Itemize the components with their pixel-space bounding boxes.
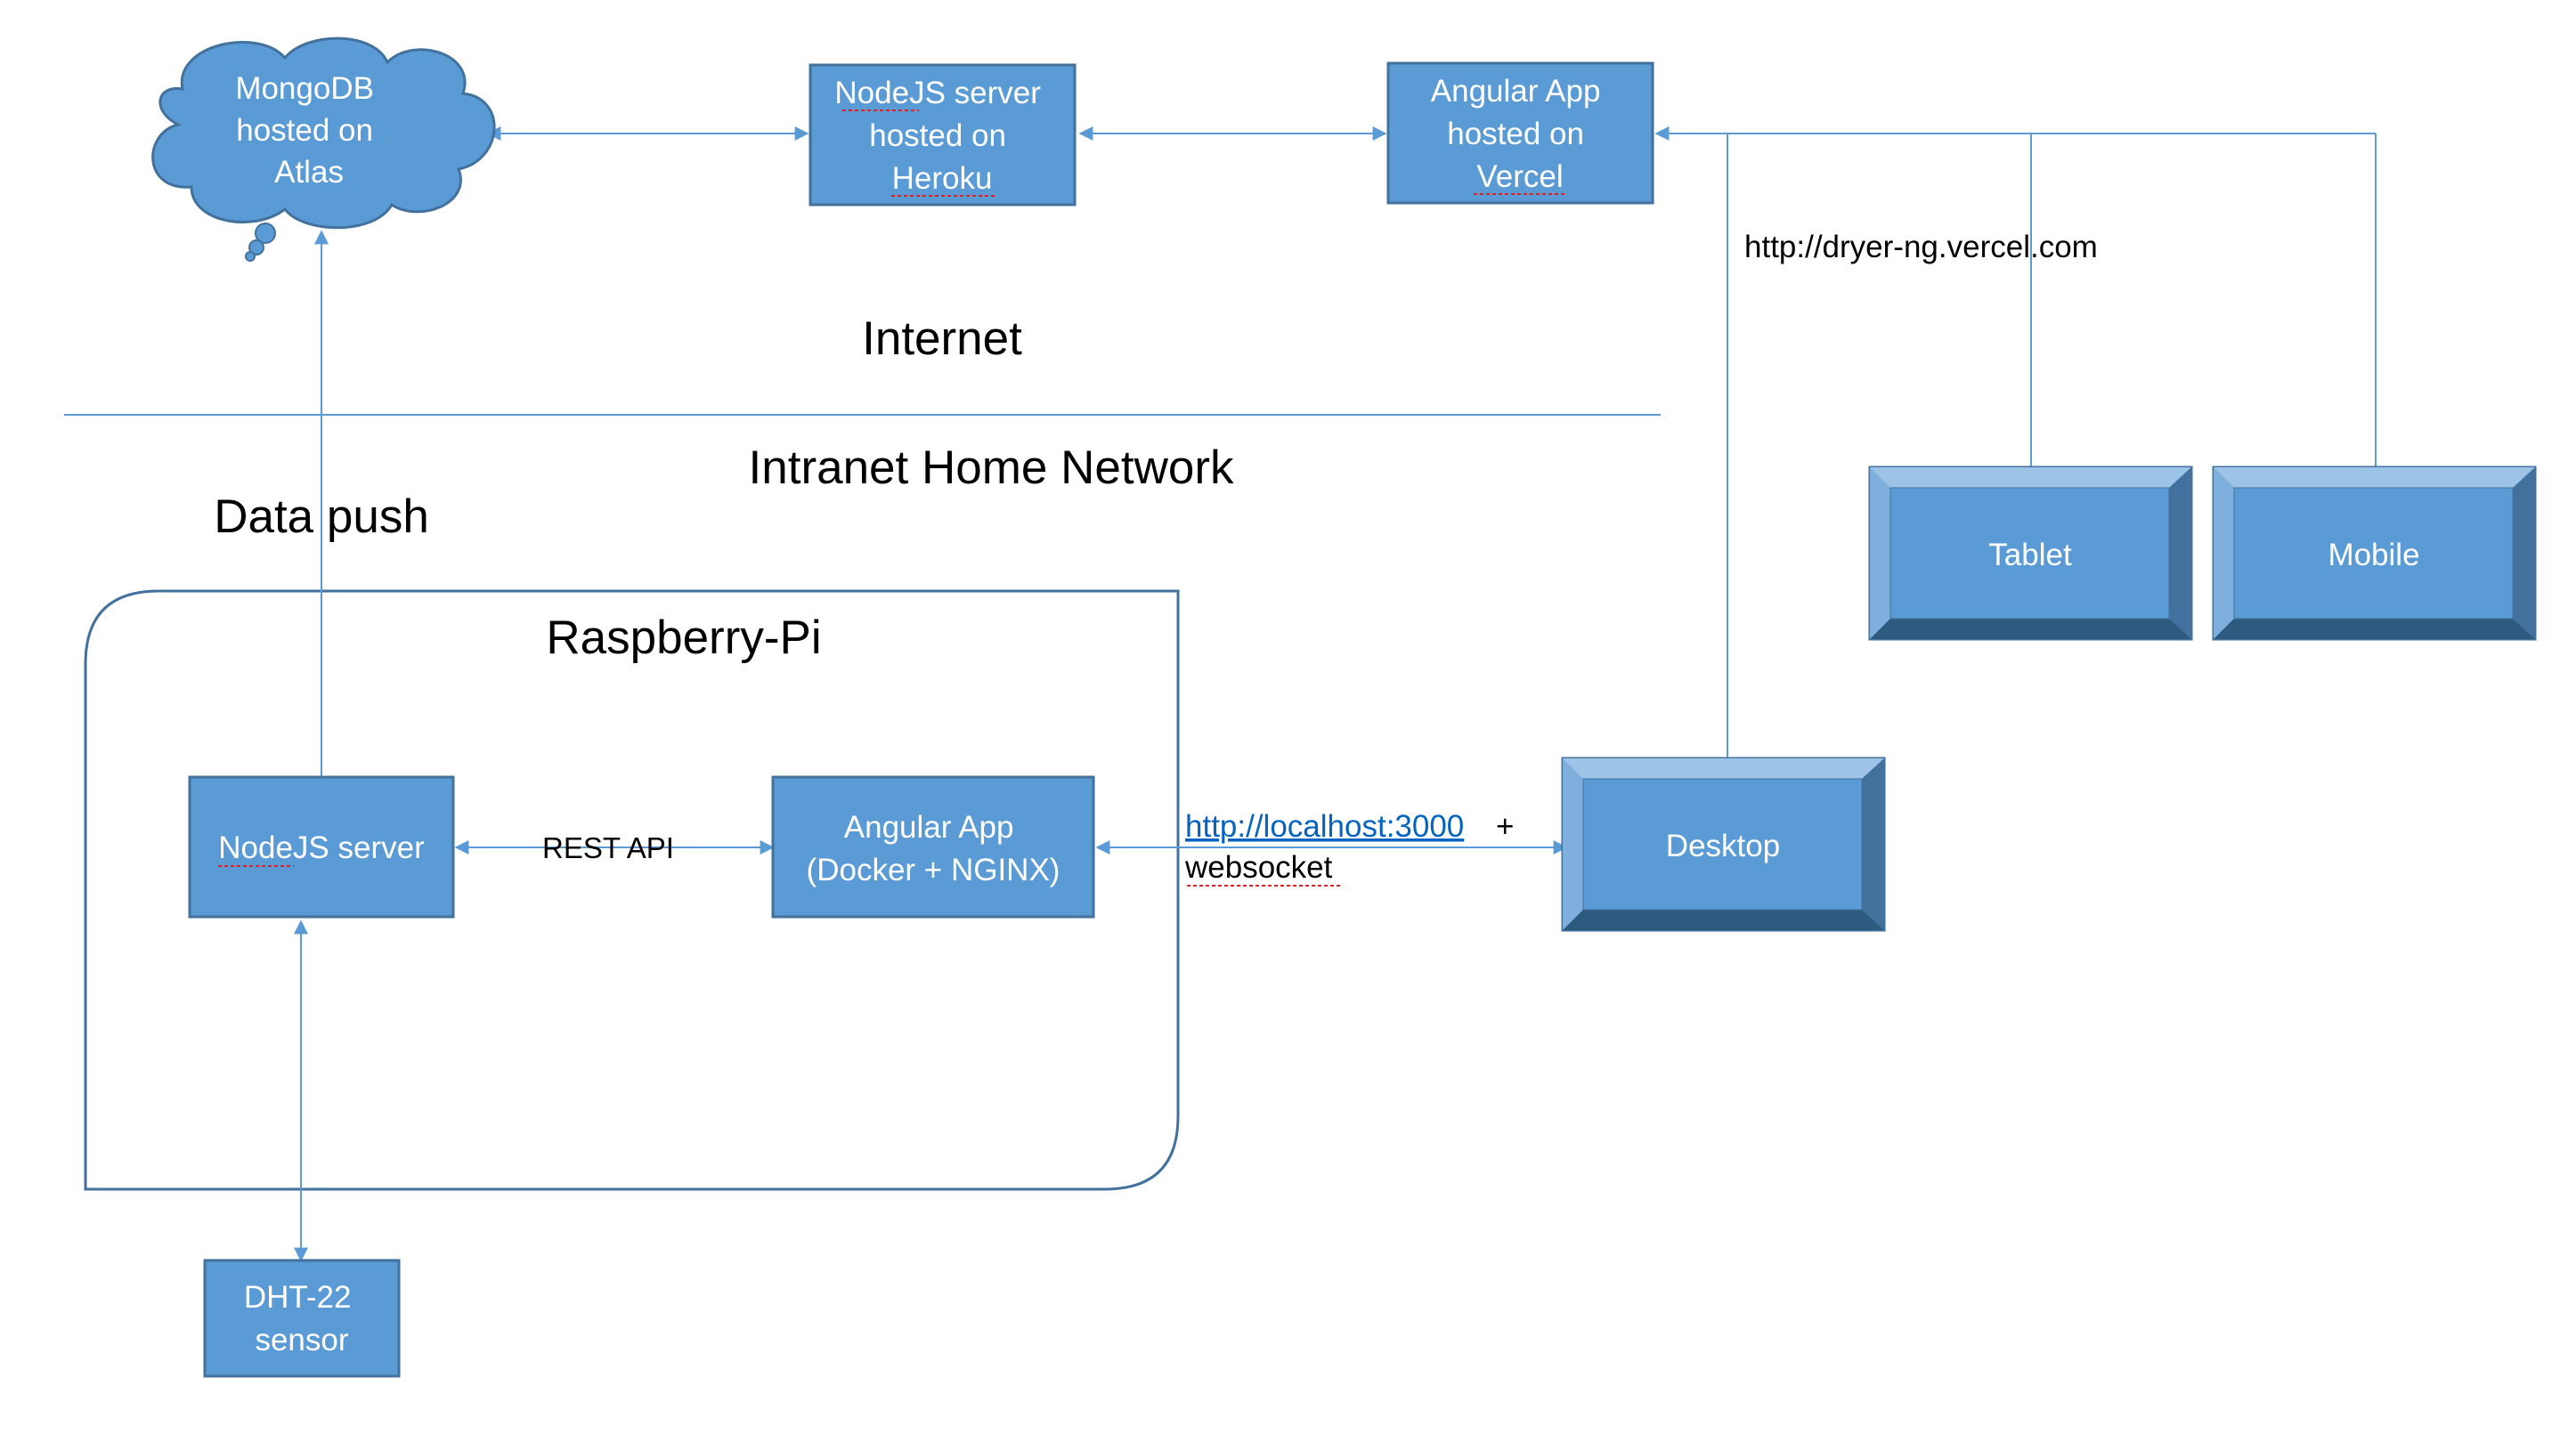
internet-label: Internet <box>862 312 1022 365</box>
dht22-sensor-node: DHT-22 sensor <box>203 1259 401 1378</box>
mongodb-cloud-node: MongoDB hosted on Atlas <box>151 36 496 262</box>
mongodb-label: MongoDB hosted on Atlas <box>235 71 382 190</box>
angular-vercel-node: Angular App hosted on Vercel <box>1386 61 1654 205</box>
mobile-label: Mobile <box>2328 538 2419 572</box>
data-push-label: Data push <box>214 490 429 543</box>
dht22-label: DHT-22 sensor <box>244 1280 360 1357</box>
tablet-node: Tablet <box>1868 466 2193 641</box>
localhost-url-link[interactable]: http://localhost:3000 <box>1185 809 1464 844</box>
localhost-plus-label: + <box>1496 809 1514 844</box>
raspberry-pi-label: Raspberry-Pi <box>546 612 821 664</box>
rest-api-label: REST API <box>542 831 674 864</box>
tablet-label: Tablet <box>1988 538 2072 572</box>
angular-local-node: Angular App (Docker + NGINX) <box>771 775 1095 919</box>
intranet-label: Intranet Home Network <box>749 442 1234 494</box>
vercel-url-label: http://dryer-ng.vercel.com <box>1744 230 2098 264</box>
raspberry-pi-container <box>84 589 1180 1191</box>
mobile-node: Mobile <box>2212 466 2537 641</box>
nodejs-heroku-label: NodeJS server hosted on Heroku <box>834 76 1049 196</box>
desktop-node: Desktop <box>1561 757 1886 932</box>
websocket-label: websocket <box>1184 850 1333 885</box>
nodejs-heroku-node: NodeJS server hosted on Heroku <box>809 63 1077 207</box>
angular-local-label: Angular App (Docker + NGINX) <box>807 810 1060 887</box>
angular-vercel-label: Angular App hosted on Vercel <box>1431 74 1609 194</box>
desktop-label: Desktop <box>1666 829 1780 863</box>
nodejs-local-label: NodeJS server <box>218 830 425 865</box>
nodejs-local-node: NodeJS server <box>188 775 455 919</box>
